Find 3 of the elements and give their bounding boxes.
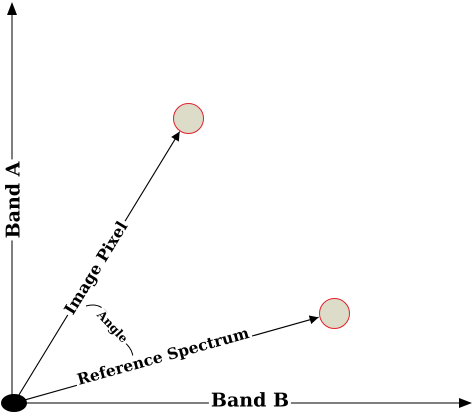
point-circle: [172, 102, 204, 134]
point-circle: [318, 298, 350, 328]
origin-dot: [1, 394, 27, 412]
